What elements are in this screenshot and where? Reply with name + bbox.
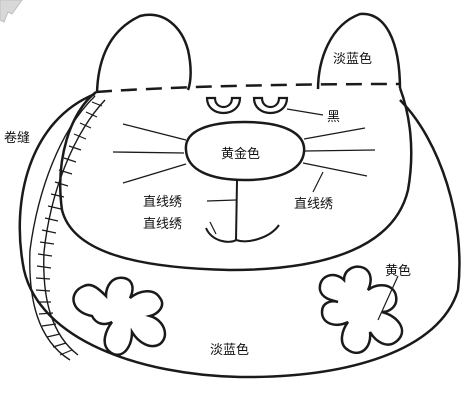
right-eye <box>252 96 289 114</box>
left-whiskers <box>112 123 187 184</box>
stitch-mouth-upper-label: 直线绣 <box>143 195 182 210</box>
body-outline <box>18 92 461 379</box>
top-fold-line <box>95 82 401 94</box>
ear-color-label: 淡蓝色 <box>333 51 372 67</box>
seam-label: 卷缝 <box>4 130 30 146</box>
nose <box>184 120 306 182</box>
stitch-mouth-lower-label: 直线绣 <box>143 217 182 232</box>
page-fold-marker-icon <box>0 0 23 23</box>
left-ear <box>95 13 192 94</box>
eyes-label: 黑 <box>327 110 340 125</box>
nose-color-label: 黄金色 <box>221 146 260 162</box>
seam-stitching <box>29 95 106 361</box>
stitch-whiskers-label: 直线绣 <box>294 197 333 212</box>
mouth-stitch-leader <box>206 199 237 202</box>
whisker-stitch-leader <box>312 171 324 193</box>
paw-color-leader <box>377 275 399 321</box>
left-eye <box>205 96 242 114</box>
right-paw <box>318 265 404 355</box>
right-ear <box>316 12 402 91</box>
right-whiskers <box>302 127 376 177</box>
eyes-leader-line <box>286 108 324 116</box>
left-paw <box>72 276 167 357</box>
paw-color-label: 黄色 <box>385 263 411 279</box>
mouth <box>205 180 280 243</box>
body-color-label: 淡蓝色 <box>210 342 249 358</box>
